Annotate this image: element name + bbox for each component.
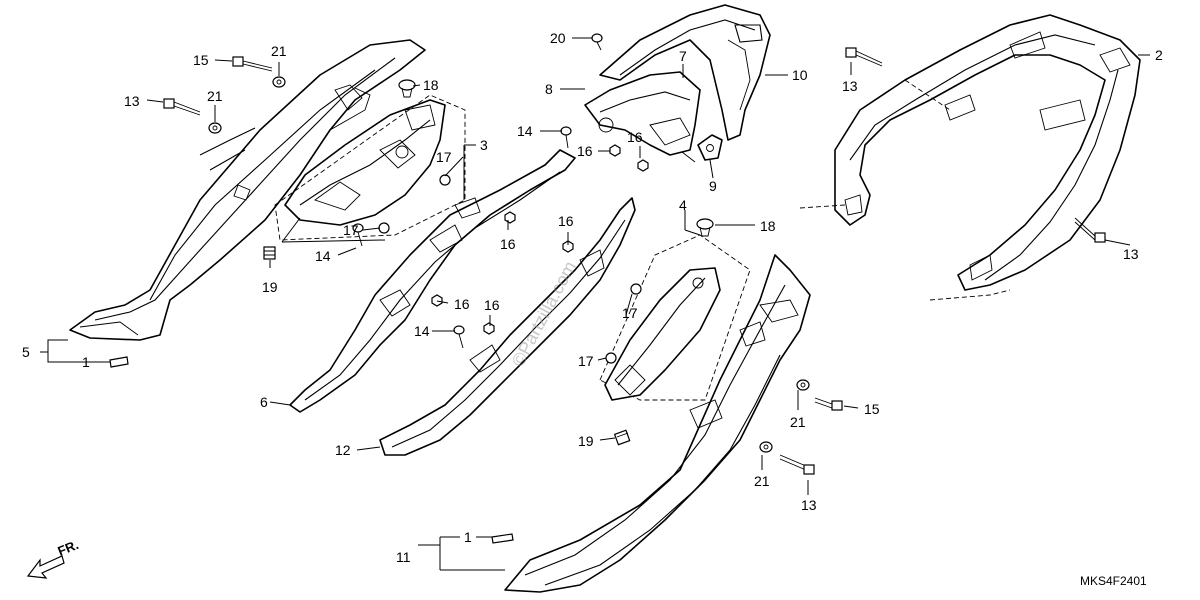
- rear-cover-upper: [599, 4, 771, 141]
- screw-20: [591, 33, 603, 51]
- callout-16: 16: [627, 129, 643, 145]
- callout-16: 16: [558, 213, 574, 229]
- callout-4: 4: [679, 197, 687, 213]
- washer-21-upper: [272, 76, 286, 88]
- grommet-18-upper: [398, 79, 416, 98]
- rear-lower-cover: [504, 254, 811, 593]
- callout-16: 16: [500, 236, 516, 252]
- callout-6: 6: [260, 394, 268, 410]
- callout-2: 2: [1155, 47, 1163, 63]
- inner-bracket-left: [274, 94, 466, 241]
- callout-21: 21: [754, 473, 770, 489]
- lower-center-rail: [379, 197, 636, 456]
- screw-14-c: [453, 325, 465, 349]
- callout-13: 13: [842, 78, 858, 94]
- callout-20: 20: [550, 30, 566, 46]
- callout-18: 18: [423, 77, 439, 93]
- inner-bracket-right: [599, 234, 751, 401]
- callout-19: 19: [262, 279, 278, 295]
- callout-14: 14: [517, 123, 533, 139]
- callout-12: 12: [335, 442, 351, 458]
- callout-21: 21: [207, 88, 223, 104]
- clip-part-9: [697, 134, 723, 161]
- callout-8: 8: [545, 81, 553, 97]
- rear-cover-inner: [584, 71, 701, 163]
- callout-10: 10: [792, 67, 808, 83]
- bolt-13-upper-left: [163, 98, 201, 116]
- clip-19-lower: [613, 429, 631, 446]
- screw-14-b: [352, 223, 364, 247]
- callout-16: 16: [577, 143, 593, 159]
- callout-14: 14: [414, 323, 430, 339]
- clip-19-left: [263, 246, 276, 260]
- washer-21-right-a: [796, 379, 810, 391]
- bolt-13-lower: [779, 454, 815, 475]
- bolt-15-upper: [232, 56, 273, 72]
- label-plate-1-lower: [491, 533, 514, 544]
- callout-19: 19: [578, 433, 594, 449]
- callout-16: 16: [484, 297, 500, 313]
- callout-13: 13: [801, 497, 817, 513]
- callout-11: 11: [396, 549, 411, 565]
- nut-17-set: [378, 174, 642, 364]
- drawing-code: MKS4F2401: [1080, 574, 1147, 588]
- callout-13: 13: [1123, 246, 1139, 262]
- grommet-18-lower: [696, 218, 714, 237]
- callout-17: 17: [622, 305, 638, 321]
- callout-9: 9: [709, 178, 717, 194]
- callout-21: 21: [790, 414, 806, 430]
- callout-16: 16: [454, 296, 470, 312]
- callout-17: 17: [436, 149, 452, 165]
- front-label: FR.: [56, 537, 81, 559]
- callout-21: 21: [271, 43, 287, 59]
- screw-14-a: [560, 126, 572, 149]
- bolt-13-right: [1074, 217, 1106, 243]
- bolt-13-upper-right: [845, 47, 883, 67]
- callout-5: 5: [22, 344, 30, 360]
- callout-15: 15: [193, 52, 209, 68]
- label-plate-1-left: [109, 356, 129, 368]
- left-side-cover: [69, 39, 426, 341]
- callout-17: 17: [578, 353, 594, 369]
- callout-14: 14: [315, 248, 331, 264]
- grab-rail: [834, 14, 1141, 291]
- bolt-15-lower: [814, 397, 843, 411]
- washer-21-right-b: [759, 441, 773, 453]
- left-inner-cover: [289, 149, 576, 413]
- callout-1: 1: [82, 354, 90, 370]
- washer-21-left: [208, 122, 222, 134]
- callout-3: 3: [480, 137, 488, 153]
- callout-7: 7: [679, 48, 687, 64]
- nut-16-set: [431, 144, 649, 335]
- front-arrow-icon: FR.: [26, 537, 81, 579]
- callout-15: 15: [864, 401, 880, 417]
- leader-lines: [40, 37, 1150, 571]
- callout-1: 1: [464, 529, 472, 545]
- callout-13: 13: [124, 93, 140, 109]
- callout-labels: 1 1 2 3 4 5 6 7 8 9 10 11 12 13 13 13 13…: [22, 30, 1163, 565]
- callout-18: 18: [760, 218, 776, 234]
- callout-17: 17: [343, 222, 359, 238]
